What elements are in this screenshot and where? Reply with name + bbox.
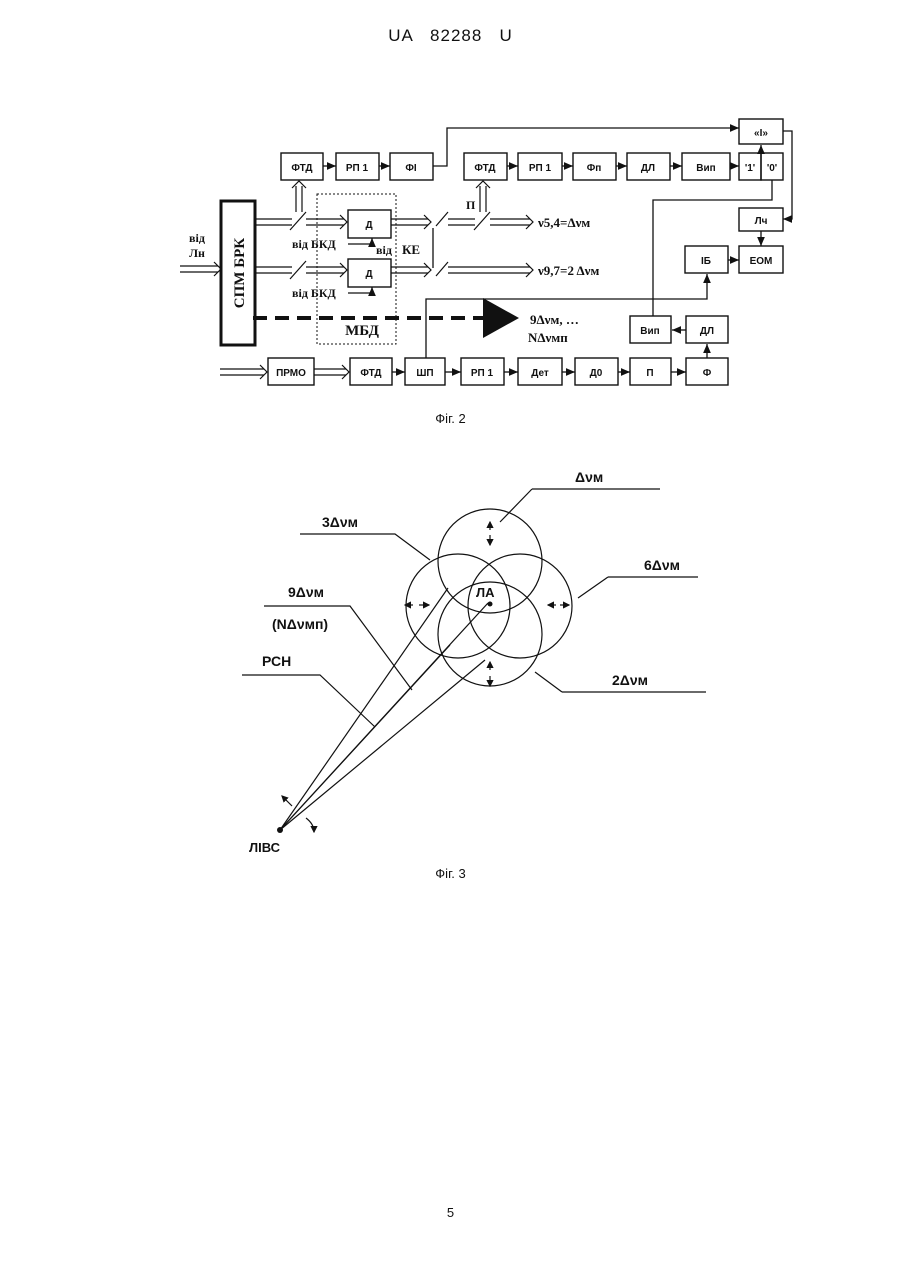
- label-delta-1: Δνм: [575, 469, 603, 485]
- point-livs: [277, 827, 283, 833]
- label-la: ЛА: [476, 585, 495, 600]
- label-livs: ЛІВС: [249, 840, 281, 855]
- label-delta-n: (NΔνмп): [272, 616, 328, 632]
- point-la: [488, 602, 493, 607]
- page-number: 5: [0, 1205, 901, 1220]
- circle-right: [468, 554, 572, 658]
- label-rsn: РСН: [262, 653, 291, 669]
- circle-left: [406, 554, 510, 658]
- figure-3-caption: Фіг. 3: [0, 866, 901, 881]
- label-delta-9: 9Δνм: [288, 584, 324, 600]
- label-delta-3: 3Δνм: [322, 514, 358, 530]
- label-delta-2: 2Δνм: [612, 672, 648, 688]
- label-delta-6: 6Δνм: [644, 557, 680, 573]
